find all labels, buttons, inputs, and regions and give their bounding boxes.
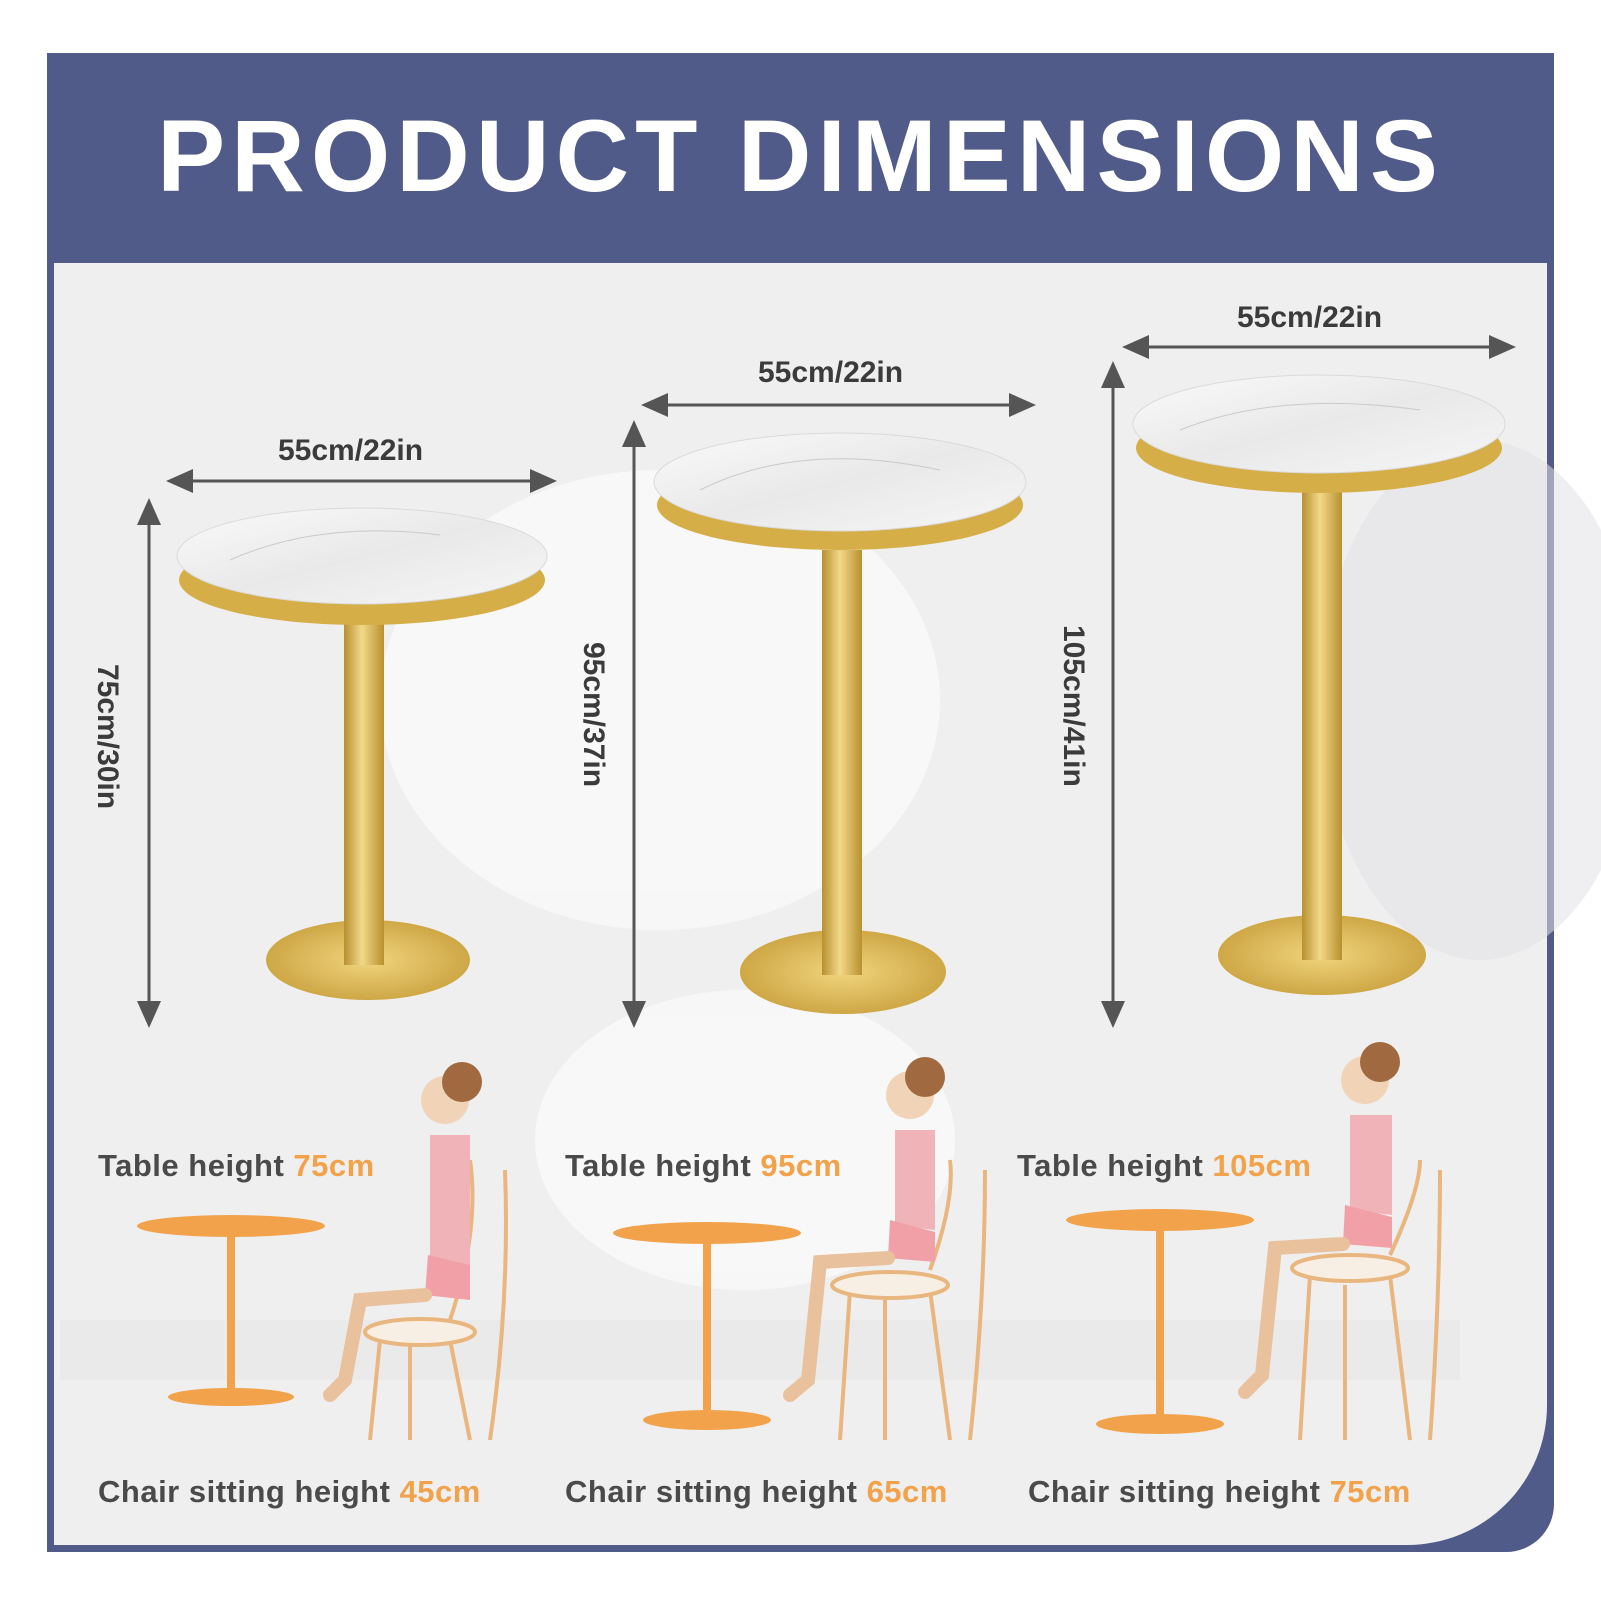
chair-3 xyxy=(1290,1159,1442,1441)
table-height-value-1: 75cm xyxy=(293,1148,375,1183)
chair-height-caption-3: Chair sitting height 75cm xyxy=(1028,1474,1411,1509)
chair-height-value-1: 45cm xyxy=(399,1474,481,1509)
person-1 xyxy=(323,1062,482,1402)
width-label-2: 55cm/22in xyxy=(758,356,904,389)
height-label-2: 95cm/37in xyxy=(577,642,610,788)
scene-2 xyxy=(613,1057,987,1441)
table-height-caption-1: Table height 75cm xyxy=(98,1148,375,1183)
table-2 xyxy=(622,393,1036,1028)
person-2 xyxy=(783,1057,945,1402)
chair-height-caption-2: Chair sitting height 65cm xyxy=(565,1474,948,1509)
width-label-3: 55cm/22in xyxy=(1237,301,1383,334)
background-scene xyxy=(60,440,1601,1380)
table-height-caption-3: Table height 105cm xyxy=(1017,1148,1312,1183)
chair-height-value-3: 75cm xyxy=(1329,1474,1411,1509)
table-3 xyxy=(1101,335,1516,1028)
chair-height-value-2: 65cm xyxy=(866,1474,948,1509)
chair-height-caption-1: Chair sitting height 45cm xyxy=(98,1474,481,1509)
table-height-value-2: 95cm xyxy=(760,1148,842,1183)
page-title: PRODUCT DIMENSIONS xyxy=(157,99,1444,213)
chair-2 xyxy=(830,1159,987,1441)
table-height-caption-2: Table height 95cm xyxy=(565,1148,842,1183)
person-3 xyxy=(1238,1042,1400,1399)
height-label-1: 75cm/30in xyxy=(91,664,124,810)
table-1 xyxy=(137,469,557,1028)
scene-1 xyxy=(137,1062,508,1441)
scene-3 xyxy=(1066,1042,1442,1441)
width-label-1: 55cm/22in xyxy=(278,434,424,467)
table-height-value-3: 105cm xyxy=(1212,1148,1312,1183)
height-label-3: 105cm/41in xyxy=(1057,625,1090,787)
